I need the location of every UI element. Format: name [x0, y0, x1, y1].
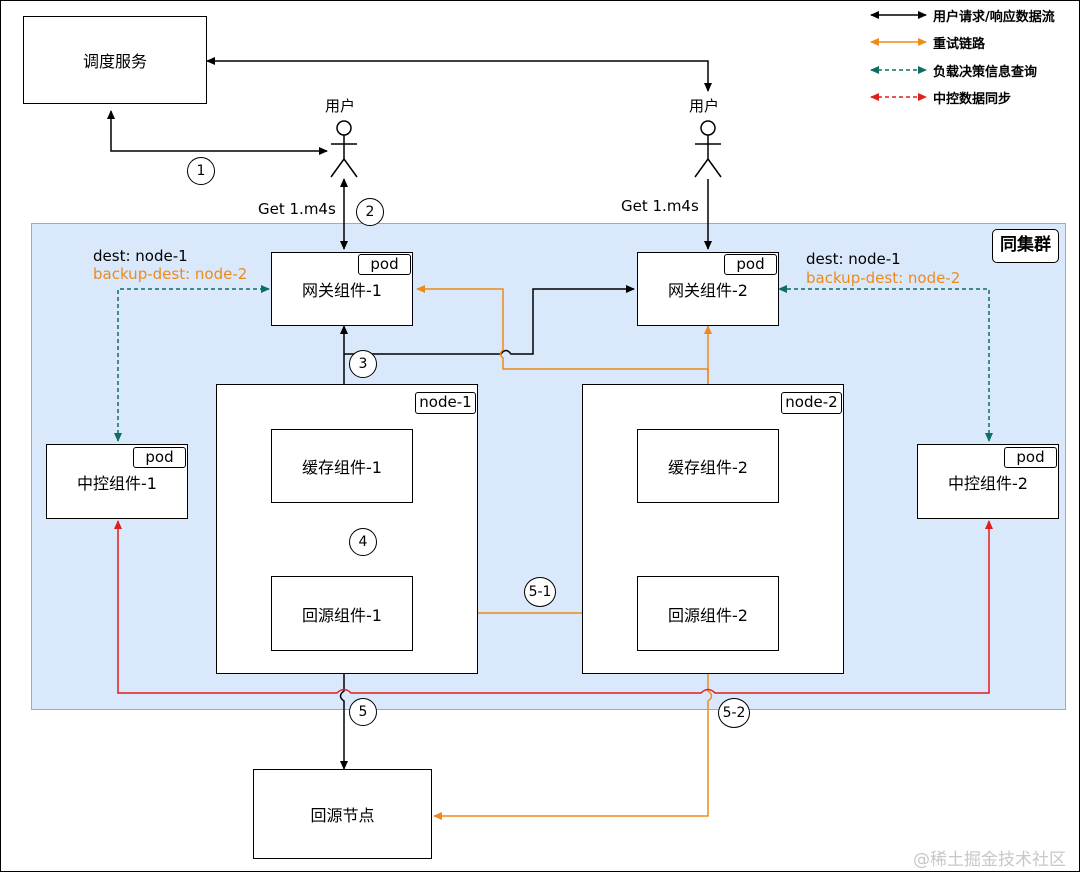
user-left-label: 用户 [325, 97, 356, 115]
gateway1-label: 网关组件-1 [302, 281, 382, 300]
legend-lines [870, 11, 927, 101]
scheduler-box[interactable]: 调度服务 [23, 16, 207, 104]
gateway1-dest: dest: node-1 [93, 247, 188, 265]
watermark-text: @稀土掘金技术社区 [913, 850, 1066, 870]
control1-pod-tag: pod [133, 447, 186, 468]
cluster-label: 同集群 [992, 229, 1059, 263]
cache1-label: 缓存组件-1 [302, 458, 382, 477]
cache2-label: 缓存组件-2 [668, 458, 748, 477]
origin-node-box[interactable]: 回源节点 [253, 769, 432, 859]
step-1-badge: 1 [187, 157, 215, 185]
gateway2-pod-tag: pod [724, 254, 777, 275]
user-right-label: 用户 [689, 97, 720, 115]
control2-pod-tag: pod [1004, 447, 1057, 468]
gateway2-dest: dest: node-1 [806, 250, 901, 268]
node1-tag: node-1 [415, 392, 476, 414]
step-5-2-badge: 5-2 [718, 698, 750, 728]
decision-query-lines [114, 285, 993, 442]
control2-label: 中控组件-2 [948, 473, 1028, 493]
legend-request-flow: 用户请求/响应数据流 [933, 10, 1055, 25]
legend-retry: 重试链路 [933, 37, 986, 52]
legend-decision-query: 负载决策信息查询 [933, 65, 1038, 80]
cache2-box[interactable]: 缓存组件-2 [637, 429, 779, 503]
gateway1-pod-tag: pod [358, 254, 411, 275]
step-5-1-badge: 5-1 [524, 577, 556, 607]
gateway1-backup-dest: backup-dest: node-2 [93, 265, 248, 283]
origin2-label: 回源组件-2 [668, 605, 748, 625]
step-3-badge: 3 [349, 350, 377, 378]
origin-node-label: 回源节点 [310, 806, 375, 825]
origin2-box[interactable]: 回源组件-2 [637, 576, 779, 651]
legend-control-sync: 中控数据同步 [933, 92, 1012, 107]
cache1-box[interactable]: 缓存组件-1 [271, 429, 413, 503]
user-left-figure [330, 120, 358, 178]
request-right-label: Get 1.m4s [621, 197, 699, 215]
origin1-box[interactable]: 回源组件-1 [271, 576, 413, 651]
origin1-label: 回源组件-1 [302, 605, 382, 625]
node2-tag: node-2 [781, 392, 842, 414]
control1-label: 中控组件-1 [77, 473, 157, 493]
step-4-badge: 4 [349, 528, 377, 556]
control-sync-line [114, 520, 993, 694]
request-left-label: Get 1.m4s [258, 200, 336, 218]
gateway2-label: 网关组件-2 [668, 281, 748, 300]
gateway2-backup-dest: backup-dest: node-2 [806, 269, 961, 287]
user-right-figure [694, 120, 722, 178]
step-2-badge: 2 [356, 198, 384, 226]
step-5-badge: 5 [349, 698, 377, 726]
scheduler-label: 调度服务 [82, 52, 147, 71]
